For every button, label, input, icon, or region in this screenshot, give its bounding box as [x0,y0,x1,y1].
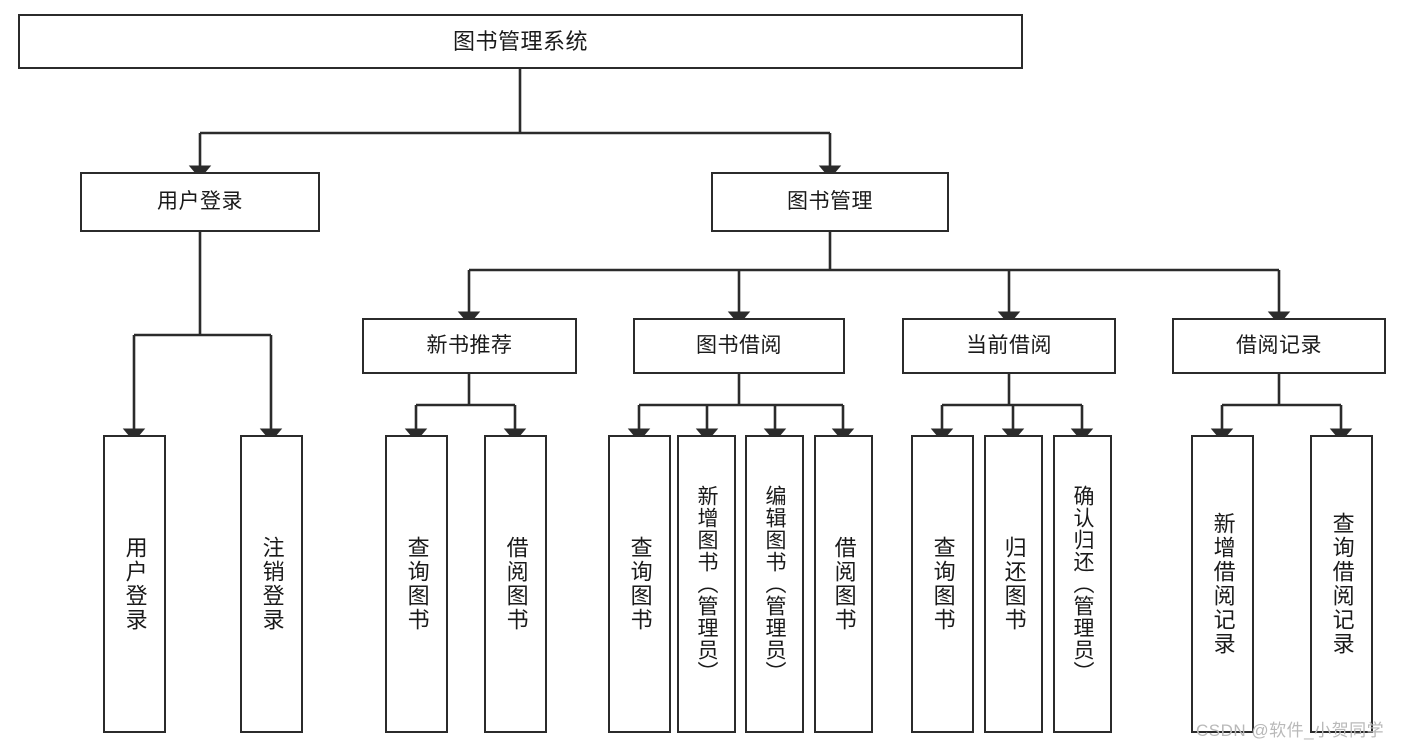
node-label-leaf-return-book: 归还图书 [1001,536,1027,632]
node-borrow-record[interactable]: 借阅记录 [1172,318,1386,374]
node-label-leaf-add-record: 新增借阅记录 [1210,512,1236,656]
node-label-user-login: 用户登录 [157,189,243,213]
node-label-current-borrow: 当前借阅 [966,333,1052,357]
node-leaf-add-record[interactable]: 新增借阅记录 [1191,435,1254,733]
node-leaf-user-login[interactable]: 用户登录 [103,435,166,733]
node-label-book-manage: 图书管理 [787,189,873,213]
node-label-leaf-query-book-2: 查询图书 [627,536,653,632]
node-label-book-borrow: 图书借阅 [696,333,782,357]
node-leaf-user-logout[interactable]: 注销登录 [240,435,303,733]
csdn-watermark: CSDN @软件_小贺同学 [1196,721,1385,740]
node-label-borrow-record: 借阅记录 [1236,333,1322,357]
node-label-leaf-borrow-book-1: 借阅图书 [503,536,529,632]
node-label-leaf-borrow-book-2: 借阅图书 [831,536,857,632]
node-label-leaf-query-book-1: 查询图书 [404,536,430,632]
node-label-leaf-query-record: 查询借阅记录 [1329,512,1355,656]
connector-lines [122,69,1353,442]
node-label-leaf-confirm-return: 确认归还（管理员） [1071,485,1095,683]
node-new-book-rec[interactable]: 新书推荐 [362,318,577,374]
node-label-leaf-user-logout: 注销登录 [259,536,285,632]
node-book-borrow[interactable]: 图书借阅 [633,318,845,374]
node-leaf-edit-book[interactable]: 编辑图书（管理员） [745,435,804,733]
node-leaf-query-book-2[interactable]: 查询图书 [608,435,671,733]
node-leaf-confirm-return[interactable]: 确认归还（管理员） [1053,435,1112,733]
node-user-login[interactable]: 用户登录 [80,172,320,232]
node-leaf-return-book[interactable]: 归还图书 [984,435,1043,733]
node-leaf-add-book[interactable]: 新增图书（管理员） [677,435,736,733]
node-label-leaf-query-book-3: 查询图书 [930,536,956,632]
node-label-new-book-rec: 新书推荐 [426,333,513,357]
node-leaf-query-book-1[interactable]: 查询图书 [385,435,448,733]
node-leaf-borrow-book-2[interactable]: 借阅图书 [814,435,873,733]
node-label-leaf-edit-book: 编辑图书（管理员） [763,485,787,683]
node-root[interactable]: 图书管理系统 [18,14,1023,69]
node-leaf-borrow-book-1[interactable]: 借阅图书 [484,435,547,733]
node-current-borrow[interactable]: 当前借阅 [902,318,1116,374]
node-label-leaf-add-book: 新增图书（管理员） [695,485,719,683]
node-leaf-query-book-3[interactable]: 查询图书 [911,435,974,733]
node-label-leaf-user-login: 用户登录 [122,536,148,632]
node-leaf-query-record[interactable]: 查询借阅记录 [1310,435,1373,733]
node-label-root: 图书管理系统 [452,28,588,54]
node-book-manage[interactable]: 图书管理 [711,172,949,232]
